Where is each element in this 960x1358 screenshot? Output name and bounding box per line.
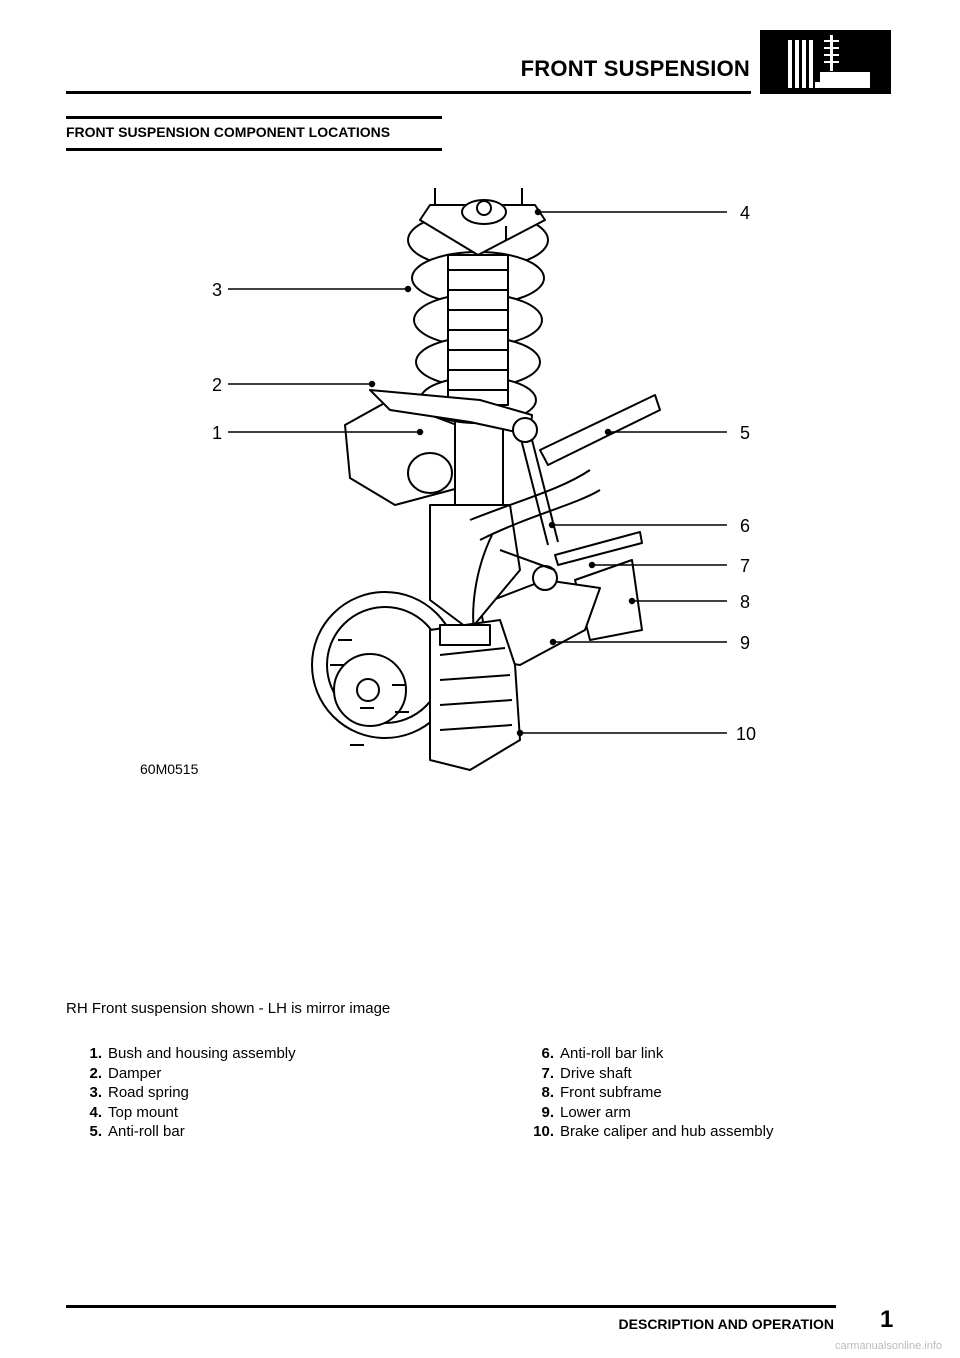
suspension-illustration: 1 2 3 4 5 6 7 8 9 10 60M0515 [0, 160, 960, 800]
watermark: carmanualsonline.info [835, 1340, 943, 1352]
legend-label: Drive shaft [560, 1064, 632, 1082]
suspension-diagram: 1 2 3 4 5 6 7 8 9 10 60M0515 [140, 188, 756, 777]
legend-item: 10. Brake caliper and hub assembly [522, 1122, 773, 1142]
legend-number: 10. [533, 1123, 554, 1140]
legend-item: 5. Anti-roll bar [70, 1122, 296, 1142]
legend-item: 9. Lower arm [522, 1103, 773, 1123]
legend-item: 6. Anti-roll bar link [522, 1044, 773, 1064]
legend-label: Front subframe [560, 1084, 662, 1101]
section-rule-top [66, 116, 442, 119]
legend-item: 7. Drive shaft [522, 1064, 773, 1084]
callout-1: 1 [212, 423, 222, 443]
legend-label: Brake caliper and hub assembly [560, 1123, 774, 1140]
callout-3: 3 [212, 280, 222, 300]
legend-label: Road spring [108, 1084, 189, 1101]
legend-number: 1. [89, 1045, 102, 1062]
legend-right: 6. Anti-roll bar link 7. Drive shaft 8. Fro… [522, 1044, 773, 1142]
legend-number: 7. [541, 1064, 554, 1082]
figure-code: 60M0515 [140, 761, 199, 777]
callout-6: 6 [740, 516, 750, 536]
legend-item: 3. Road spring [70, 1083, 296, 1103]
callout-7: 7 [740, 556, 750, 576]
legend-number: 2. [89, 1064, 102, 1082]
page-number: 1 [880, 1306, 894, 1333]
legend-number: 3. [89, 1084, 102, 1101]
page-header-title: FRONT SUSPENSION [520, 56, 750, 81]
suspension-section-icon [788, 35, 870, 88]
header-rule [66, 91, 751, 94]
legend-number: 5. [89, 1123, 102, 1140]
footer-rule [66, 1305, 836, 1308]
legend-item: 4. Top mount [70, 1103, 296, 1123]
callout-8: 8 [740, 592, 750, 612]
legend-number: 4. [89, 1103, 102, 1121]
section-title: FRONT SUSPENSION COMPONENT LOCATIONS [66, 124, 391, 140]
legend-item: 8. Front subframe [522, 1083, 773, 1103]
legend-number: 9. [541, 1103, 554, 1121]
legend-label: Top mount [108, 1103, 179, 1121]
figure-caption: RH Front suspension shown - LH is mirror… [66, 1000, 391, 1017]
legend-number: 8. [541, 1084, 554, 1101]
legend-label: Anti-roll bar [108, 1123, 185, 1140]
callout-5: 5 [740, 423, 750, 443]
legend-label: Bush and housing assembly [108, 1045, 296, 1062]
legend-left: 1. Bush and housing assembly 2. Damper 3. R… [70, 1044, 296, 1142]
section-badge [760, 30, 891, 94]
section-rule-bottom [66, 148, 442, 151]
callout-10: 10 [736, 724, 756, 744]
legend-label: Damper [108, 1064, 162, 1082]
callout-2: 2 [212, 375, 222, 395]
legend-item: 1. Bush and housing assembly [70, 1044, 296, 1064]
legend-label: Anti-roll bar link [560, 1045, 664, 1062]
callout-9: 9 [740, 633, 750, 653]
callout-4: 4 [740, 203, 750, 223]
footer-title: DESCRIPTION AND OPERATION [618, 1316, 834, 1332]
legend-item: 2. Damper [70, 1064, 296, 1084]
legend-number: 6. [541, 1045, 554, 1062]
legend-label: Lower arm [560, 1103, 631, 1121]
